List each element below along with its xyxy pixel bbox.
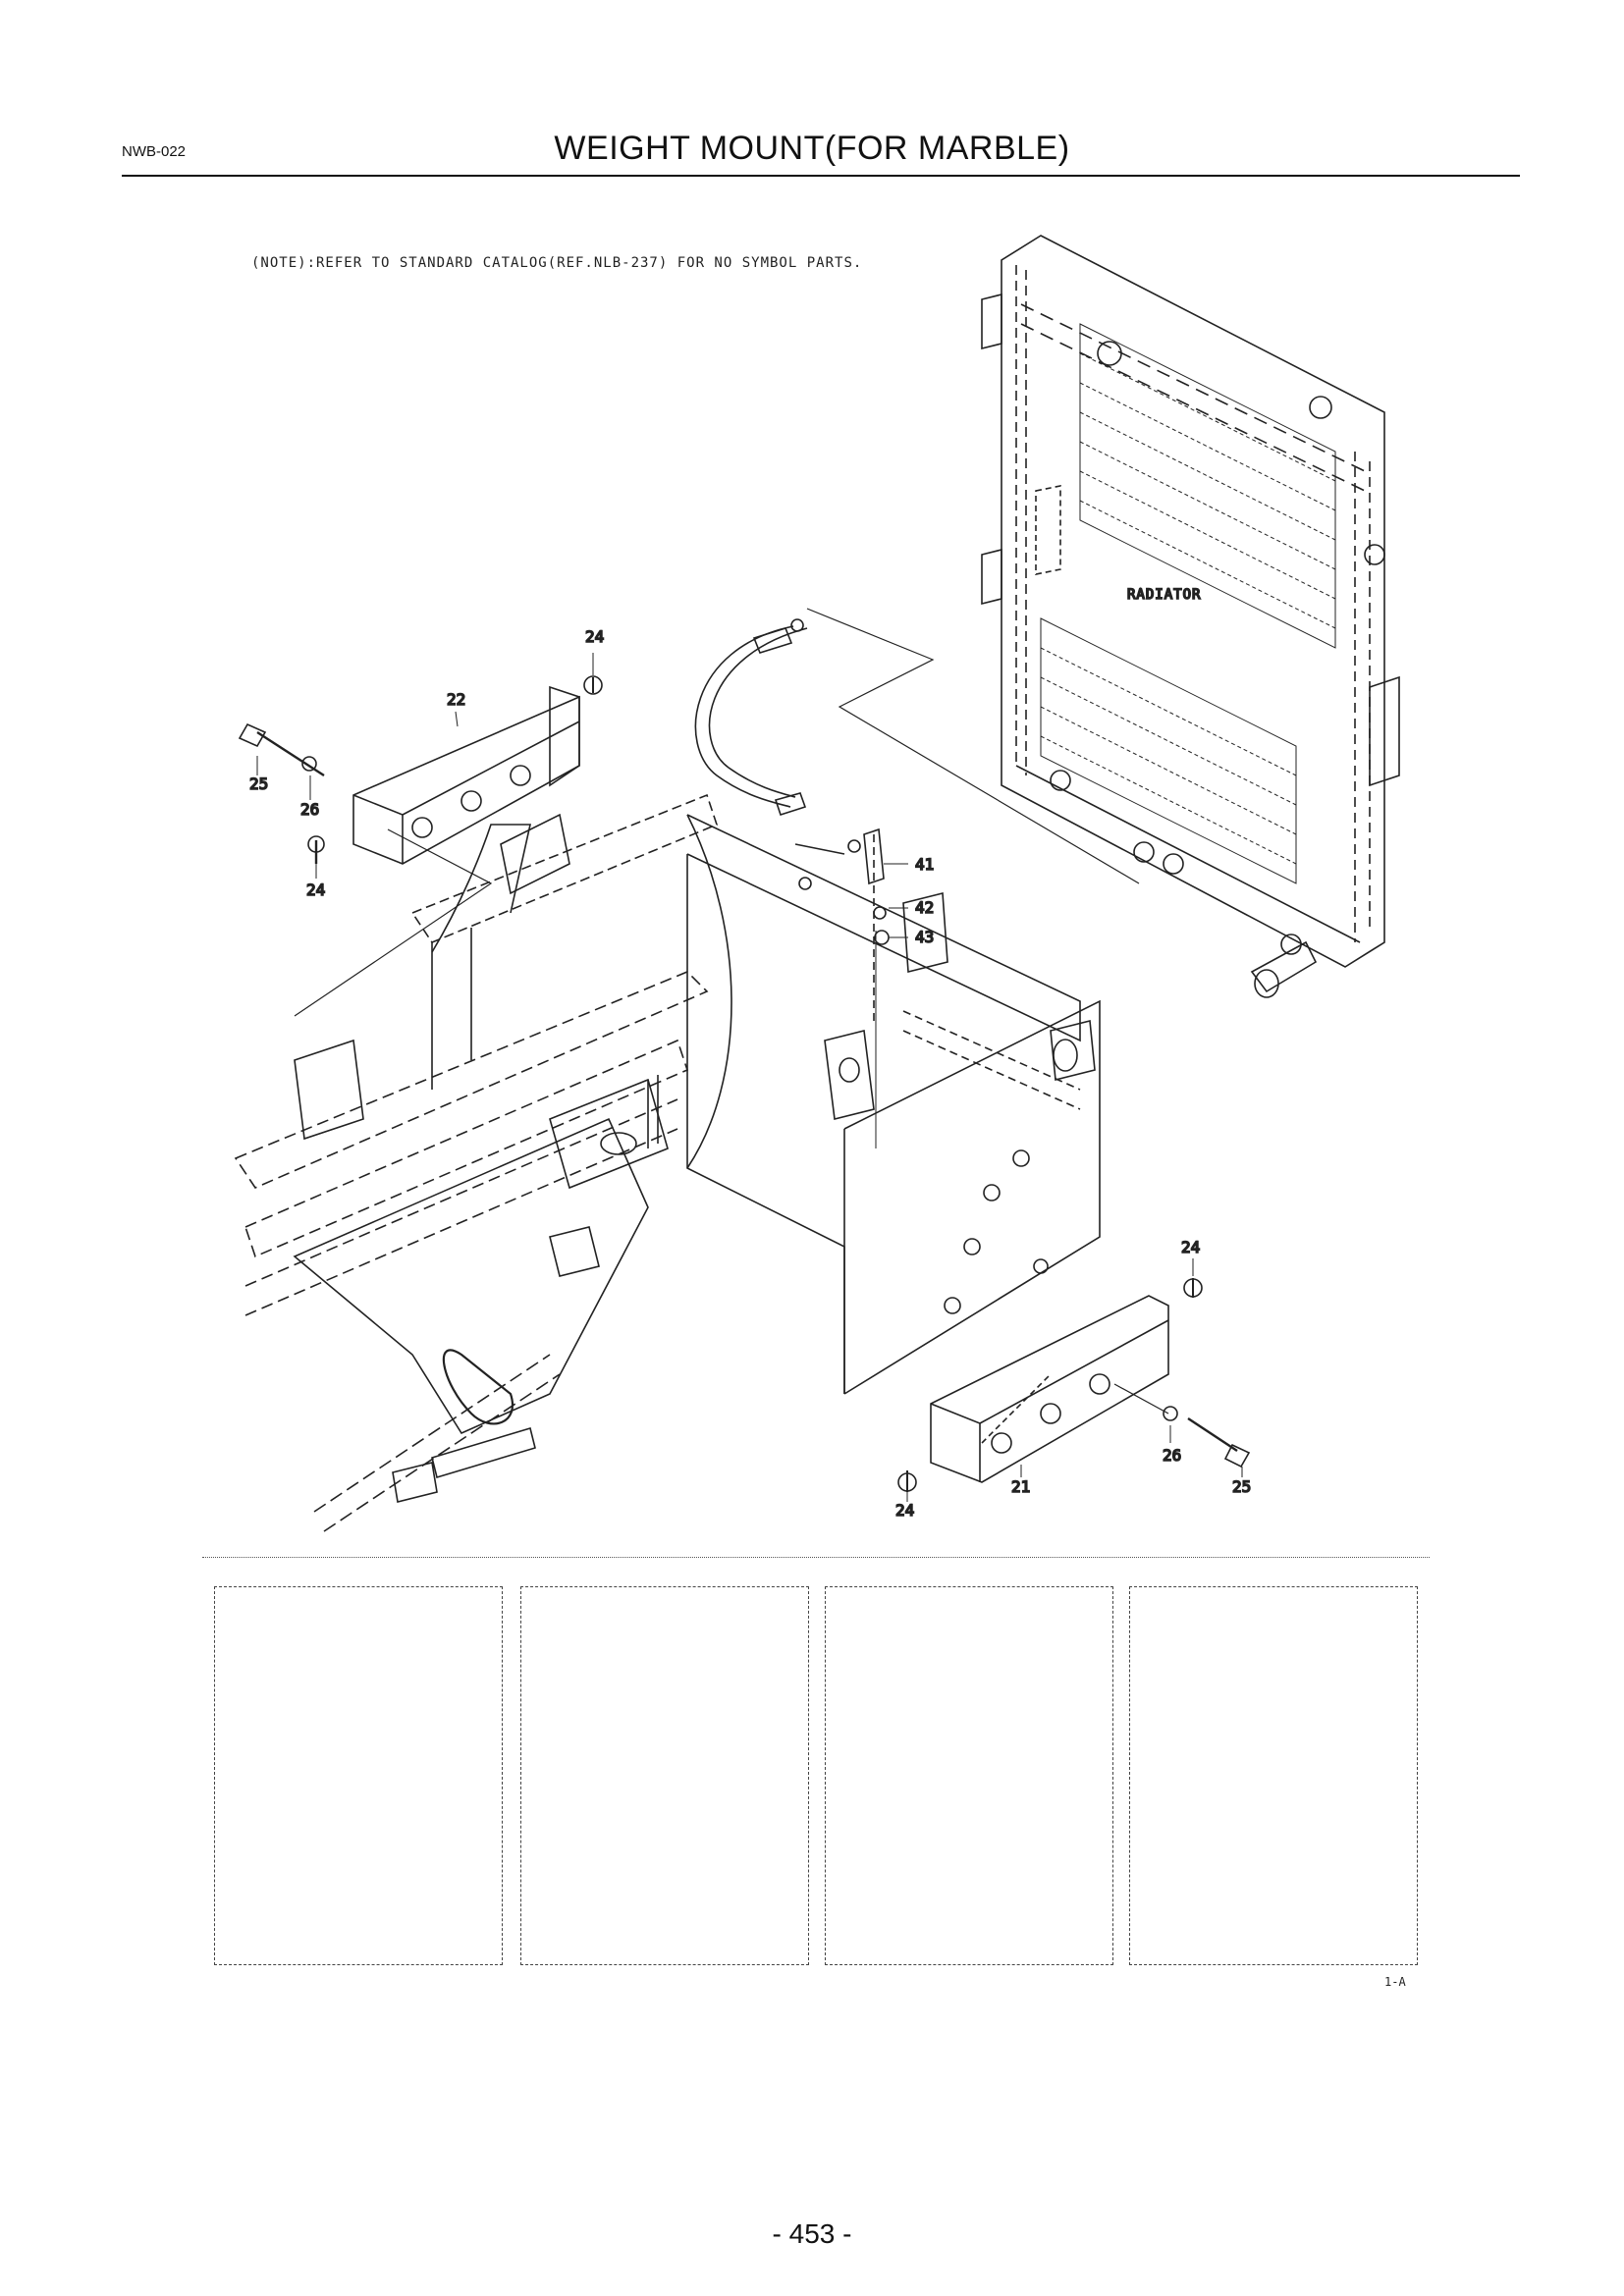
page-code: NWB-022 bbox=[122, 143, 187, 160]
callout-41: 41 bbox=[915, 855, 934, 874]
empty-box-2 bbox=[520, 1586, 809, 1965]
callout-25-left: 25 bbox=[249, 774, 268, 793]
sheet-reference: 1-A bbox=[1384, 1975, 1406, 1989]
note-text: (NOTE):REFER TO STANDARD CATALOG(REF.NLB… bbox=[251, 255, 863, 271]
weight-22-drawing bbox=[238, 675, 603, 1017]
empty-box-3 bbox=[825, 1586, 1113, 1965]
page-title: WEIGHT MOUNT(FOR MARBLE) bbox=[554, 130, 1070, 167]
callout-25-right: 25 bbox=[1232, 1477, 1251, 1496]
frame-drawing bbox=[234, 793, 1101, 1532]
weight-21-drawing bbox=[897, 1278, 1251, 1492]
bracket-41-drawing bbox=[794, 828, 908, 1148]
callout-42: 42 bbox=[915, 898, 934, 917]
radiator-drawing bbox=[981, 235, 1400, 998]
callout-24-right-bottom: 24 bbox=[895, 1501, 914, 1520]
empty-box-4 bbox=[1129, 1586, 1418, 1965]
parts-diagram: RADIATOR bbox=[234, 235, 1400, 1532]
callout-26-right: 26 bbox=[1163, 1446, 1181, 1465]
title-rule bbox=[122, 175, 1520, 177]
callout-26-left: 26 bbox=[300, 800, 319, 819]
section-divider bbox=[202, 1557, 1430, 1558]
callout-22: 22 bbox=[447, 690, 465, 709]
callout-21: 21 bbox=[1011, 1477, 1030, 1496]
callout-43: 43 bbox=[915, 928, 934, 946]
callout-24-right-top: 24 bbox=[1181, 1238, 1200, 1256]
callout-leaders bbox=[256, 653, 1243, 1502]
hose-drawing bbox=[694, 608, 1140, 884]
radiator-label: RADIATOR bbox=[1127, 587, 1201, 603]
page-number: - 453 - bbox=[772, 2218, 852, 2249]
callout-24-top: 24 bbox=[585, 627, 604, 646]
empty-box-1 bbox=[214, 1586, 503, 1965]
callout-24-left: 24 bbox=[306, 881, 325, 899]
